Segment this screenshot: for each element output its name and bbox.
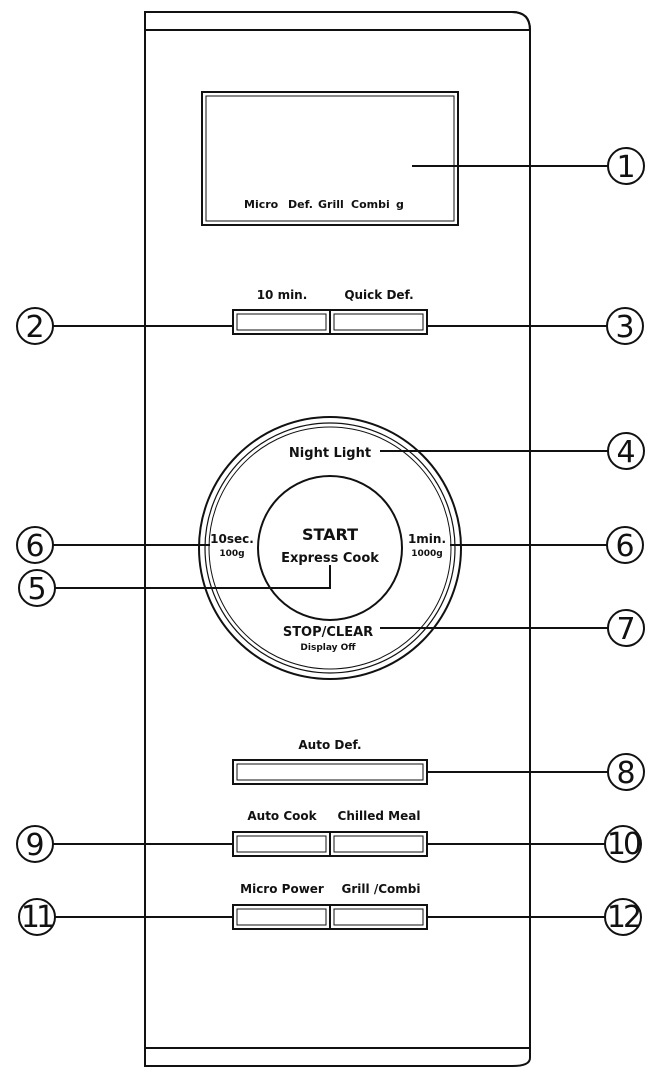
hundred-g-label: 100g <box>219 549 244 559</box>
display-label-def: Def. <box>288 198 313 211</box>
svg-text:6: 6 <box>615 529 634 564</box>
ten-min-label: 10 min. <box>257 288 308 302</box>
svg-text:5: 5 <box>27 572 46 607</box>
callout-1: 1 <box>607 147 645 185</box>
svg-text:6: 6 <box>25 529 44 564</box>
svg-text:7: 7 <box>616 612 635 647</box>
svg-text:12: 12 <box>607 900 640 935</box>
display-window: Micro Def. Grill Combi g <box>201 91 459 226</box>
svg-text:2: 2 <box>25 310 44 345</box>
one-min-label: 1min. <box>408 532 446 546</box>
callout-7: 7 <box>607 609 645 647</box>
callout-4: 4 <box>607 432 645 470</box>
svg-text:1: 1 <box>616 150 635 185</box>
svg-text:11: 11 <box>21 900 53 935</box>
auto-def-button[interactable] <box>232 759 428 785</box>
night-light-label: Night Light <box>289 446 371 461</box>
micro-power-button[interactable] <box>232 904 331 930</box>
leader-lines <box>53 165 608 918</box>
display-label-grill: Grill <box>318 198 344 211</box>
svg-text:8: 8 <box>616 756 635 791</box>
leader-5 <box>55 565 331 589</box>
callout-11: 11 <box>18 898 57 936</box>
start-label: START <box>302 525 358 544</box>
callout-6a: 6 <box>16 526 54 564</box>
display-label-micro: Micro <box>244 198 279 211</box>
svg-text:3: 3 <box>615 310 634 345</box>
express-cook-label: Express Cook <box>281 551 379 566</box>
quick-def-button[interactable] <box>329 309 428 335</box>
display-label-combi: Combi <box>351 198 390 211</box>
callout-5: 5 <box>18 569 56 607</box>
thousand-g-label: 1000g <box>411 549 443 559</box>
svg-text:4: 4 <box>616 435 635 470</box>
callout-6b: 6 <box>606 526 644 564</box>
callout-9: 9 <box>16 825 54 863</box>
grill-combi-button[interactable] <box>329 904 428 930</box>
chilled-meal-label: Chilled Meal <box>338 809 421 823</box>
auto-cook-button[interactable] <box>232 831 331 857</box>
stop-clear-label: STOP/CLEAR <box>283 625 373 640</box>
svg-text:9: 9 <box>25 828 44 863</box>
chilled-meal-button[interactable] <box>329 831 428 857</box>
callout-12: 12 <box>604 898 643 936</box>
start-button[interactable]: START Express Cook <box>257 475 403 621</box>
callout-10: 10 <box>604 825 644 863</box>
display-label-g: g <box>396 198 404 211</box>
callout-2: 2 <box>16 307 54 345</box>
svg-text:10: 10 <box>607 827 641 862</box>
micro-power-label: Micro Power <box>240 882 324 896</box>
auto-cook-label: Auto Cook <box>247 809 317 823</box>
auto-def-label: Auto Def. <box>298 738 361 752</box>
ten-min-button[interactable] <box>232 309 331 335</box>
quick-def-label: Quick Def. <box>344 288 413 302</box>
ten-sec-label: 10sec. <box>210 532 254 546</box>
grill-combi-label: Grill /Combi <box>342 882 421 896</box>
display-off-label: Display Off <box>300 643 356 653</box>
callout-8: 8 <box>607 753 645 791</box>
callout-3: 3 <box>606 307 644 345</box>
control-dial[interactable] <box>198 416 462 680</box>
panel-outline <box>144 11 531 1067</box>
